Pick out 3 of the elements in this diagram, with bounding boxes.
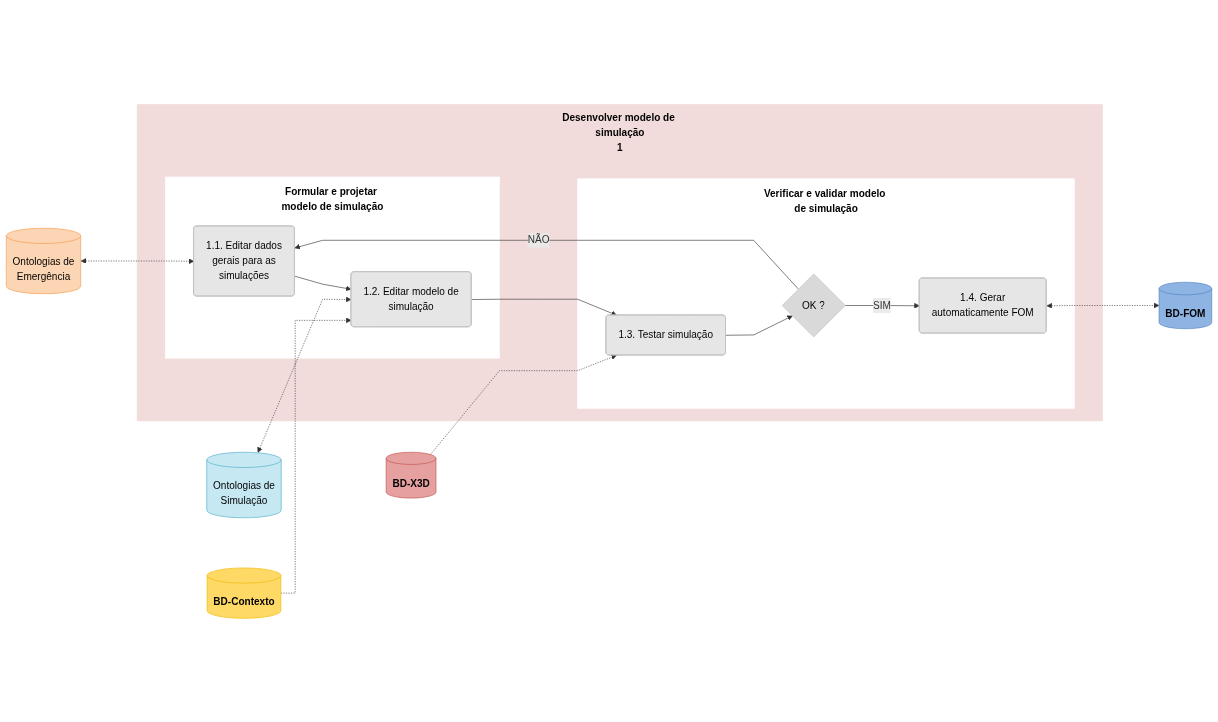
edge-label: NÃO (527, 234, 550, 246)
edge-label: SIM (873, 299, 891, 311)
node-diamond: OK ? (781, 273, 846, 337)
